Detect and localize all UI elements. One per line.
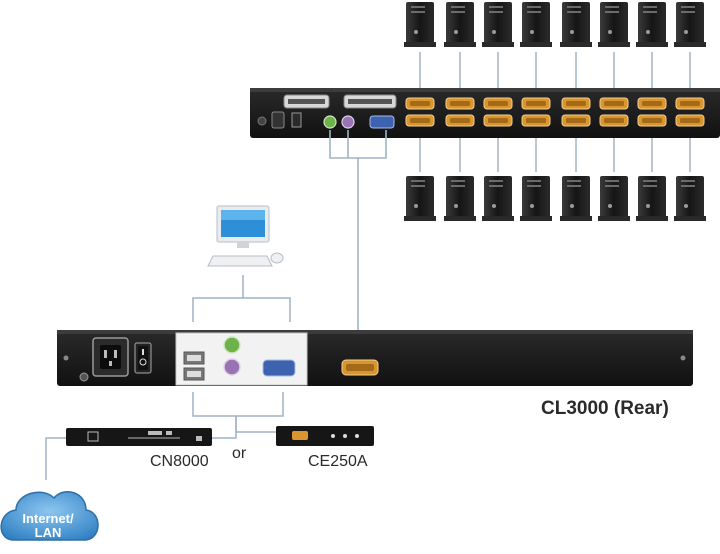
server-tower-icon [404, 176, 436, 221]
server-port-icon [561, 114, 591, 127]
server-tower-icon [520, 176, 552, 221]
screw-icon [63, 355, 69, 361]
server-tower-icon [444, 2, 476, 47]
cn8000-device [66, 428, 212, 446]
ps2-keyboard-port-icon [223, 336, 241, 354]
server-tower-icon [598, 176, 630, 221]
kvm-switch-rear-panel [250, 88, 720, 138]
ce250a-device [276, 426, 374, 446]
cloud-label: Internet/ LAN [8, 512, 88, 540]
cloud-label-line2: LAN [34, 525, 62, 540]
server-port-icon [675, 97, 705, 110]
server-port-array [405, 97, 705, 127]
server-port-icon [483, 114, 513, 127]
power-socket-icon [271, 111, 285, 129]
server-tower-icon [636, 2, 668, 47]
server-port-icon [637, 114, 667, 127]
workstation-cable [192, 275, 291, 322]
cn8000-label: CN8000 [150, 453, 209, 470]
server-tower-icon [598, 2, 630, 47]
desktop-computer-icon [207, 205, 284, 267]
server-port-icon [405, 97, 435, 110]
extension-cable [45, 392, 284, 480]
server-tower-icon [560, 176, 592, 221]
server-tower-icon [636, 176, 668, 221]
server-tower-icon [482, 176, 514, 221]
server-port-icon [445, 97, 475, 110]
screw-icon [680, 355, 686, 361]
server-port-icon [521, 114, 551, 127]
power-switch-icon [291, 112, 302, 128]
cl3000-rear-label: CL3000 (Rear) [541, 398, 669, 419]
ce250a-label: CE250A [308, 453, 368, 470]
server-port-icon [599, 97, 629, 110]
ground-screw-icon [79, 372, 89, 382]
server-tower-icon [404, 2, 436, 47]
server-port-icon [405, 114, 435, 127]
cloud-label-line1: Internet/ [22, 511, 74, 526]
server-port-icon [561, 97, 591, 110]
server-row-top [404, 2, 706, 47]
cl3000-rear-panel [57, 330, 693, 386]
ps2-keyboard-port-icon [323, 115, 337, 129]
server-tower-icon [674, 176, 706, 221]
or-separator-label: or [232, 445, 247, 462]
vga-port-icon [262, 359, 296, 377]
server-port-icon [445, 114, 475, 127]
ps2-mouse-port-icon [341, 115, 355, 129]
ps2-mouse-port-icon [223, 358, 241, 376]
console-cable [329, 130, 387, 340]
server-port-icon [521, 97, 551, 110]
server-tower-icon [444, 176, 476, 221]
vga-port-icon [292, 431, 308, 440]
server-tower-icon [482, 2, 514, 47]
server-row-bottom [404, 176, 706, 221]
server-port-icon [483, 97, 513, 110]
cloud-icon [0, 491, 99, 541]
server-port-icon [637, 97, 667, 110]
server-port-icon [675, 114, 705, 127]
server-tower-icon [520, 2, 552, 47]
server-tower-icon [674, 2, 706, 47]
ethernet-port-icon [87, 431, 99, 442]
server-tower-icon [560, 2, 592, 47]
server-port-icon [599, 114, 629, 127]
screw-icon [257, 116, 267, 126]
vga-port-icon [369, 115, 395, 129]
